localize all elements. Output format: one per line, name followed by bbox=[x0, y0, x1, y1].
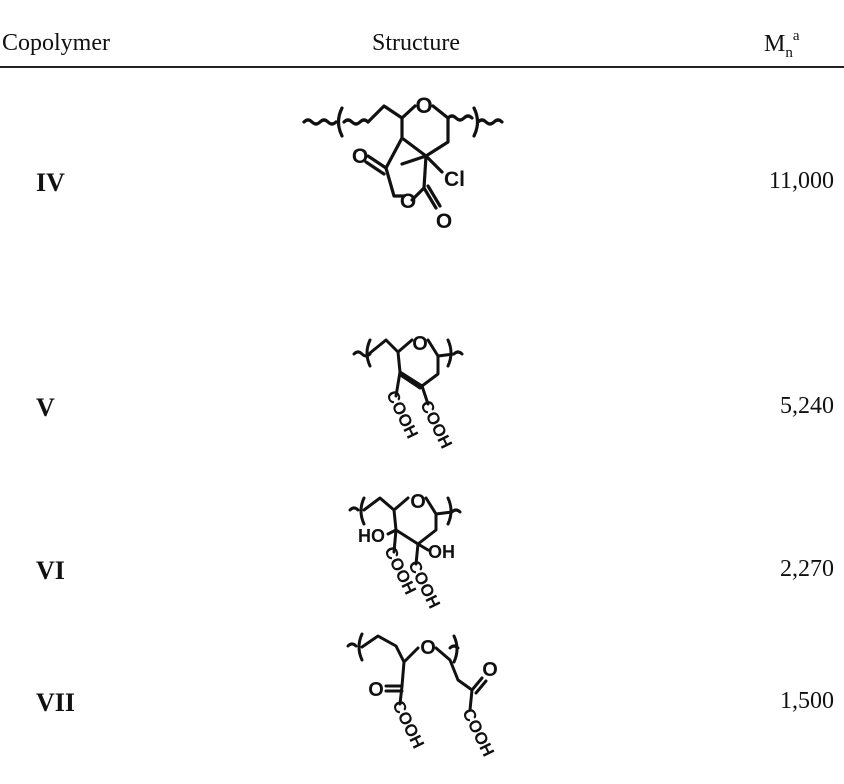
carbonyl-left bbox=[364, 154, 388, 176]
keto-right bbox=[470, 676, 488, 695]
chloro-bond bbox=[424, 154, 444, 174]
bracket-right bbox=[452, 634, 459, 664]
anhydride-oxygen: O bbox=[400, 190, 416, 213]
end-right bbox=[434, 508, 462, 516]
header-mn-subscript: n bbox=[785, 44, 793, 61]
ring-oxygen-label: O bbox=[410, 491, 426, 513]
end-left bbox=[348, 506, 360, 512]
carbonyl-left-oxygen: O bbox=[352, 145, 368, 168]
wavy-end-left bbox=[302, 118, 338, 126]
copolymer-name: IV bbox=[36, 168, 65, 197]
keto-left bbox=[384, 684, 404, 693]
structure-vi: O HO OH COOH COOH bbox=[348, 491, 462, 612]
mn-value: 1,500 bbox=[780, 688, 834, 714]
hydroxyl-right-label: OH bbox=[428, 542, 455, 562]
mn-value: 5,240 bbox=[780, 393, 834, 419]
keto-right-oxygen: O bbox=[482, 659, 498, 681]
ring-oxygen-label: O bbox=[415, 93, 432, 118]
acid-left-label: COOH bbox=[382, 387, 421, 441]
double-bond bbox=[400, 374, 422, 390]
hydroxyl-left-label: HO bbox=[358, 526, 385, 546]
header-rule bbox=[0, 66, 844, 68]
acid-left-label: COOH bbox=[388, 697, 427, 751]
hydroxyl-bond-right bbox=[416, 542, 430, 552]
acid-right-label: COOH bbox=[416, 397, 455, 451]
keto-left-oxygen: O bbox=[368, 679, 384, 701]
carbonyl-right-oxygen: O bbox=[436, 210, 452, 233]
header-mn-superscript: a bbox=[792, 28, 800, 44]
header-mn-main: M bbox=[764, 31, 786, 57]
acid-right-label: COOH bbox=[458, 705, 497, 759]
mn-value: 11,000 bbox=[768, 168, 834, 194]
copolymer-name: VII bbox=[36, 688, 76, 717]
mn-value: 2,270 bbox=[780, 556, 834, 582]
header-structure: Structure bbox=[372, 30, 460, 56]
structure-vii: O O O COOH COOH bbox=[346, 632, 498, 760]
end-left bbox=[346, 642, 358, 648]
header-mn: Mna bbox=[764, 28, 800, 62]
wavy-bond-right bbox=[446, 114, 474, 122]
wavy-bond-left bbox=[342, 118, 370, 126]
acid-bond-left bbox=[394, 370, 402, 398]
bracket-left bbox=[359, 496, 366, 526]
header-copolymer: Copolymer bbox=[2, 30, 110, 56]
copolymer-name: V bbox=[36, 393, 55, 422]
wavy-end-right bbox=[476, 118, 504, 126]
chain-bonds bbox=[366, 104, 450, 166]
acid-bond-right bbox=[414, 542, 420, 566]
bracket-left bbox=[357, 632, 364, 662]
copolymer-name: VI bbox=[36, 556, 65, 585]
acid-bond-left bbox=[392, 528, 398, 554]
bracket-left bbox=[336, 106, 344, 138]
ring-oxygen-label: O bbox=[412, 333, 428, 355]
structure-iv: O Cl O O O bbox=[302, 93, 504, 233]
ether-oxygen-label: O bbox=[420, 637, 436, 659]
carbonyl-right bbox=[422, 184, 442, 210]
end-right bbox=[448, 644, 460, 650]
bracket-left bbox=[365, 338, 372, 368]
end-right bbox=[436, 350, 464, 358]
acid-bond-right bbox=[420, 384, 430, 406]
structure-v: O COOH COOH bbox=[352, 333, 464, 452]
chloro-label: Cl bbox=[444, 168, 465, 191]
